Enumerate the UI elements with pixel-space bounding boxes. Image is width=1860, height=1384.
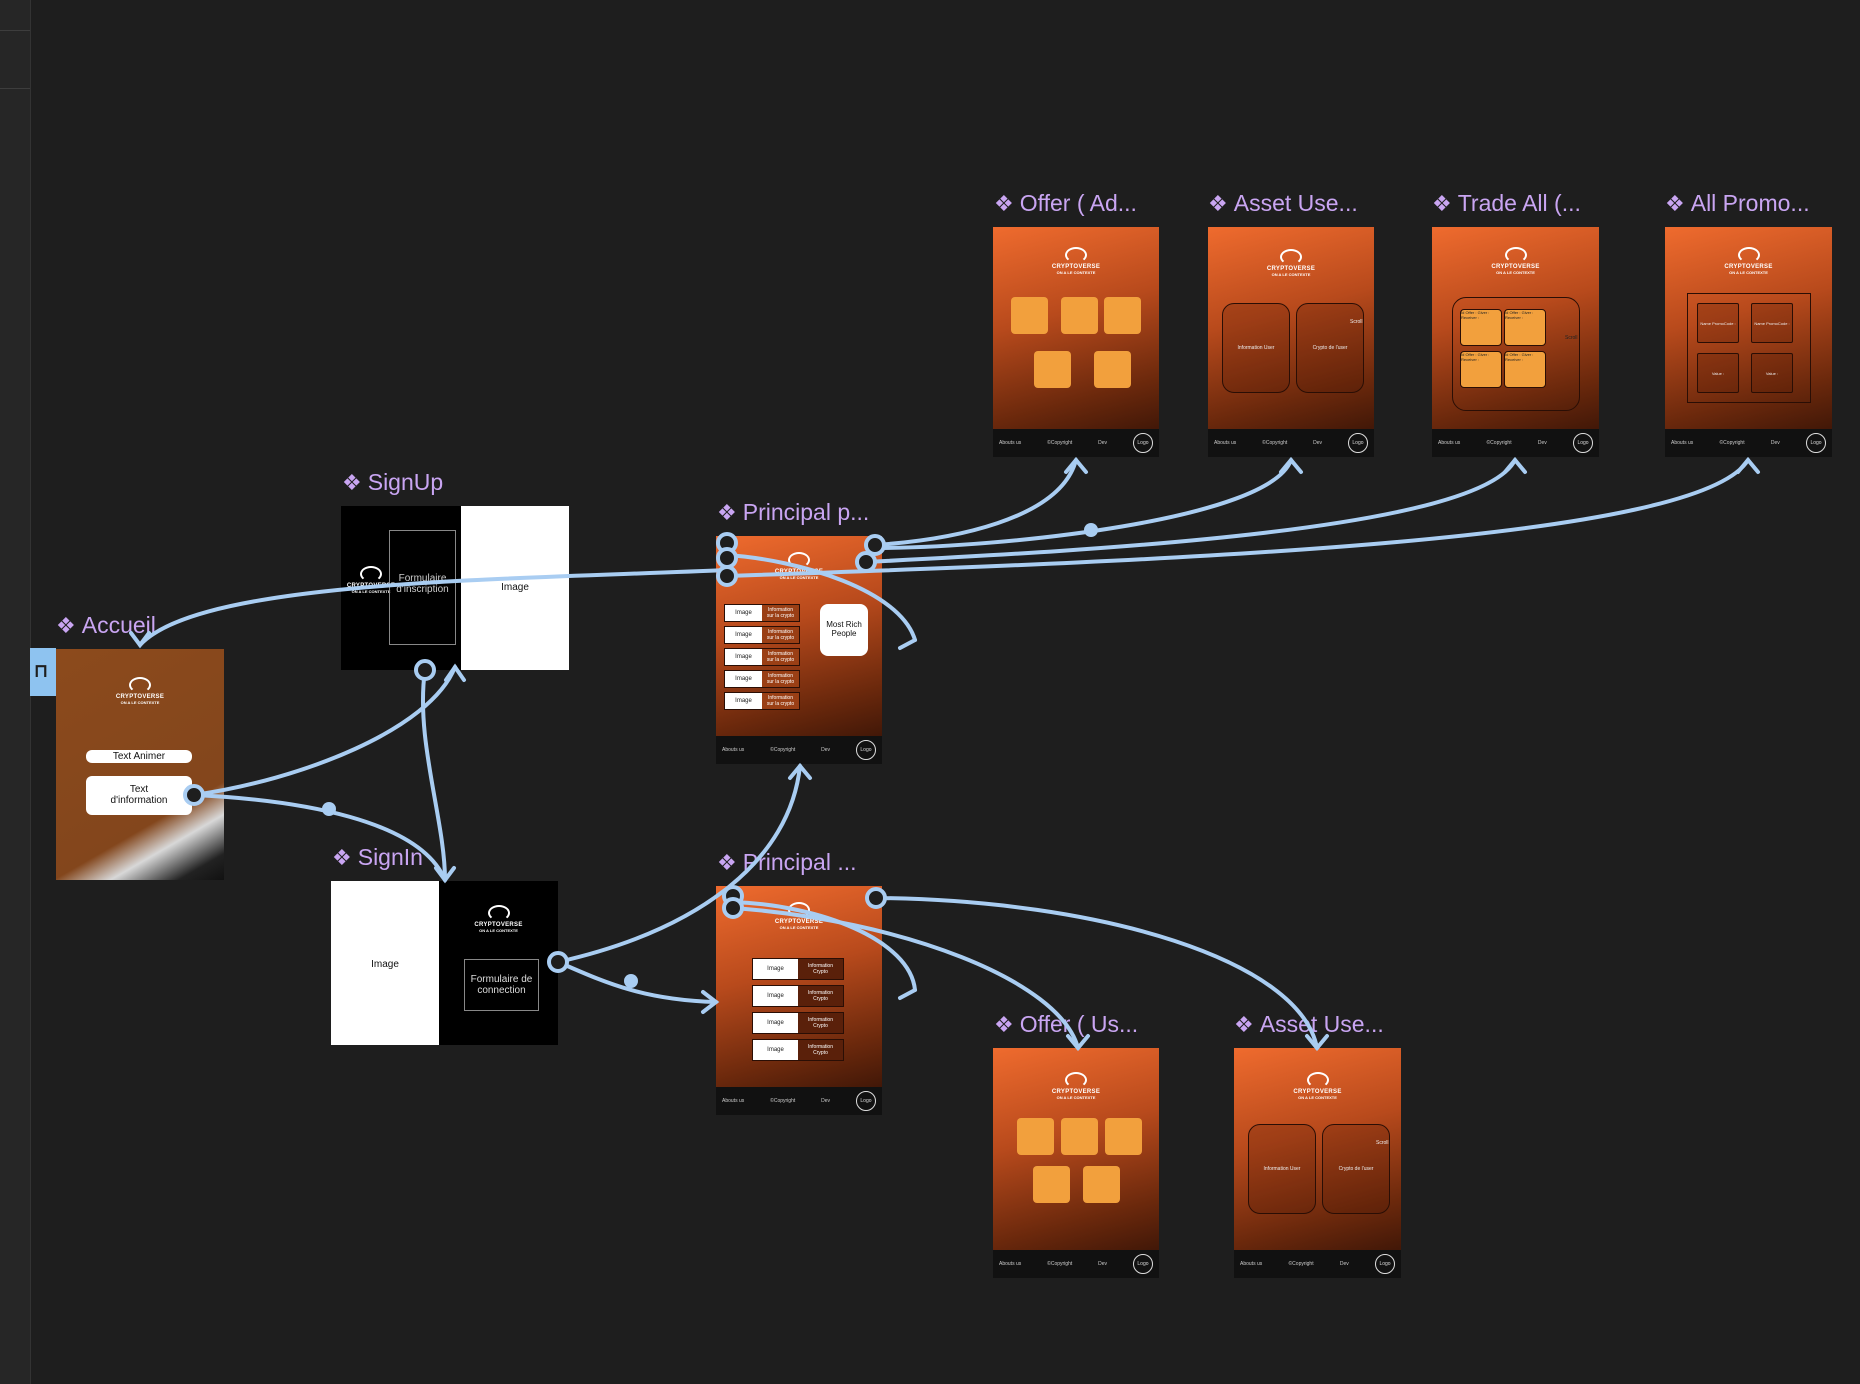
frame-asset-user-bottom[interactable]: CRYPTOVERSE ON A LE CONTEXTE Information…: [1234, 1048, 1401, 1278]
frame-label-signin[interactable]: ❖SignIn: [332, 844, 423, 870]
frame-signup[interactable]: CRYPTOVERSE ON A LE CONTEXTE Formulaire …: [341, 506, 569, 670]
brand-logo: CRYPTOVERSE ON A LE CONTEXTE: [439, 905, 558, 933]
brand-logo: CRYPTOVERSE ON A LE CONTEXTE: [1208, 249, 1374, 277]
connection-principal-asset-top: [873, 458, 1293, 550]
crypto-user-box: Crypto de l'user: [1296, 303, 1364, 393]
frame-label-offer-user[interactable]: ❖Offer ( Us...: [994, 1011, 1139, 1037]
brand-logo: CRYPTOVERSE ON A LE CONTEXTE: [716, 902, 882, 930]
frame-all-promo[interactable]: CRYPTOVERSE ON A LE CONTEXTE Name PromoC…: [1665, 227, 1832, 457]
connection-signup-signin: [420, 668, 447, 882]
component-diamond-icon: ❖: [332, 845, 352, 870]
brand-logo: CRYPTOVERSE ON A LE CONTEXTE: [993, 1072, 1159, 1100]
frame-label-principal-top[interactable]: ❖Principal p...: [717, 499, 870, 525]
component-diamond-icon: ❖: [1234, 1012, 1254, 1037]
frame-label-asset-user-bottom[interactable]: ❖Asset Use...: [1234, 1011, 1384, 1037]
frame-signin[interactable]: Image CRYPTOVERSE ON A LE CONTEXTE Formu…: [331, 881, 558, 1045]
component-diamond-icon: ❖: [56, 613, 76, 638]
connection-signin-principal: [556, 960, 718, 1004]
brand-logo: CRYPTOVERSE ON A LE CONTEXTE: [56, 677, 224, 705]
brand-logo: CRYPTOVERSE ON A LE CONTEXTE: [716, 552, 882, 580]
frame-label-signup[interactable]: ❖SignUp: [342, 469, 444, 495]
crypto-user-box: Crypto de l'user: [1322, 1124, 1390, 1214]
connection-principal-trade: [864, 458, 1517, 564]
most-rich-people-card: Most Rich People: [820, 604, 868, 656]
connection-accueil-signup: [192, 665, 457, 797]
left-toolbar: [0, 0, 31, 1384]
signin-image: Image: [331, 881, 439, 1045]
brand-logo: CRYPTOVERSE ON A LE CONTEXTE: [1665, 247, 1832, 275]
frame-offer-user[interactable]: CRYPTOVERSE ON A LE CONTEXTE Abouts us©C…: [993, 1048, 1159, 1278]
component-diamond-icon: ❖: [1432, 191, 1452, 216]
component-diamond-icon: ❖: [1665, 191, 1685, 216]
frame-label-principal-bottom[interactable]: ❖Principal ...: [717, 849, 857, 875]
frame-trade-all[interactable]: CRYPTOVERSE ON A LE CONTEXTE Id Offer : …: [1432, 227, 1599, 457]
signup-image: Image: [461, 506, 569, 670]
component-diamond-icon: ❖: [994, 1012, 1014, 1037]
brand-logo: CRYPTOVERSE ON A LE CONTEXTE: [993, 247, 1159, 275]
frame-accueil[interactable]: CRYPTOVERSE ON A LE CONTEXTE Text Animer…: [56, 649, 224, 880]
frame-offer-admin[interactable]: CRYPTOVERSE ON A LE CONTEXTE Abouts us©C…: [993, 227, 1159, 457]
trade-container: [1452, 297, 1580, 411]
frame-asset-user-top[interactable]: CRYPTOVERSE ON A LE CONTEXTE Information…: [1208, 227, 1374, 457]
frame-label-trade-all[interactable]: ❖Trade All (...: [1432, 190, 1581, 216]
frame-label-accueil[interactable]: ❖Accueil: [56, 612, 156, 638]
info-user-box: Information User: [1222, 303, 1290, 393]
signup-form: Formulaire d'inscription: [389, 530, 456, 645]
promo-container: [1687, 293, 1811, 403]
brand-logo: CRYPTOVERSE ON A LE CONTEXTE: [1234, 1072, 1401, 1100]
frame-label-asset-user-top[interactable]: ❖Asset Use...: [1208, 190, 1358, 216]
component-diamond-icon: ❖: [717, 500, 737, 525]
text-information-box: Text d'information: [86, 776, 192, 815]
signin-form: Formulaire de connection: [464, 959, 539, 1011]
component-diamond-icon: ❖: [1208, 191, 1228, 216]
component-diamond-icon: ❖: [717, 850, 737, 875]
text-animer: Text Animer: [86, 750, 192, 763]
frame-label-all-promo[interactable]: ❖All Promo...: [1665, 190, 1810, 216]
flow-start-icon[interactable]: ⊏: [30, 648, 56, 696]
brand-logo: CRYPTOVERSE ON A LE CONTEXTE: [1432, 247, 1599, 275]
component-diamond-icon: ❖: [342, 470, 362, 495]
frame-label-offer-admin[interactable]: ❖Offer ( Ad...: [994, 190, 1137, 216]
info-user-box: Information User: [1248, 1124, 1316, 1214]
connection-principal-offer-admin: [873, 458, 1078, 547]
component-diamond-icon: ❖: [994, 191, 1014, 216]
